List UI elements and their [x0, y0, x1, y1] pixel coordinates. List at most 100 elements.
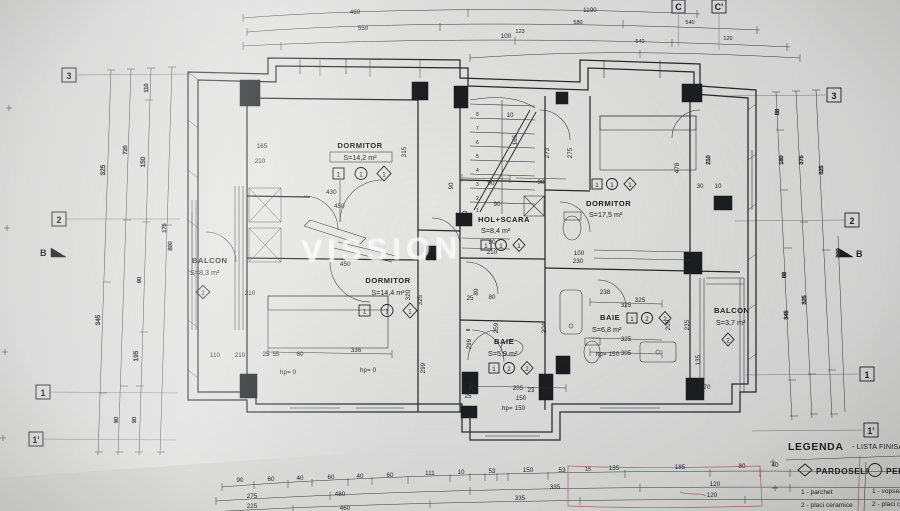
axis-marker-C-prime: C' [711, 0, 727, 50]
room-name-baie-2: BAIE [600, 313, 620, 322]
dim-right-180: 180 [779, 155, 785, 164]
legend-floor-item-2: 2 - placi ceramice [801, 502, 853, 509]
int-dim-165: 10 [506, 112, 514, 119]
dim-right-375: 375 [799, 155, 805, 164]
int-dim-210c: 210 [487, 249, 498, 256]
int-dim-55: 55 [272, 351, 280, 358]
finish-wall-dormitor-1: 1 [359, 172, 363, 179]
finish-floor-dormitor-2: 1 [363, 309, 367, 316]
dim-top-123: 123 [515, 29, 524, 35]
right-marker-3: 3 [831, 91, 836, 101]
finish-floor-baie-1: 1 [492, 366, 496, 373]
room-label-baie-1: BAIE S=5,9 m² 1 2 2 [488, 337, 534, 376]
int-dim-30b: 30 [696, 183, 704, 190]
furniture [267, 115, 697, 349]
dim-right-800: 800 [836, 248, 842, 257]
left-marker-1-prime: 1' [32, 435, 39, 445]
window-openings [187, 58, 757, 441]
int-dim-135: 135 [695, 354, 702, 365]
dim-right-88a: 88 [775, 109, 781, 115]
finish-symbols-dormitor-3: 1 1 1 [591, 176, 637, 192]
int-dim-90d: 90 [448, 182, 455, 190]
dim-top-540b: 540 [635, 39, 644, 45]
int-dim-25a: 25 [466, 295, 474, 302]
axis-marker-C-prime-label: C' [715, 2, 724, 12]
finish-symbols-baie-2: 1 2 2 [626, 310, 672, 326]
dim-top-540a: 540 [685, 20, 694, 26]
left-marker-1: 1 [40, 388, 45, 398]
dim-left-175: 175 [162, 223, 168, 232]
section-mark-B-left: B [40, 247, 67, 258]
dim-right-88b: 88 [782, 272, 788, 278]
room-label-balcon-2: BALCON S=3,7 m² 2 [714, 306, 749, 347]
dim-top-1190: 1190 [583, 7, 597, 14]
dim-bottom-53a: 53 [488, 468, 496, 475]
room-area-balcon-2: S=3,7 m² [716, 318, 746, 327]
left-marker-3: 3 [66, 71, 71, 81]
dim-bottom-460: 460 [340, 505, 351, 511]
left-dimension-chains: 325 345 720 90 110 150 90 195 90 175 800 [95, 66, 176, 456]
dim-left-345: 345 [95, 314, 102, 325]
sill-note-3: hp= 150 [502, 405, 526, 412]
finish-ceiling-baie-2: 2 [663, 316, 667, 323]
int-dim-235: 235 [684, 319, 691, 330]
left-axis-markers: 3 2 1 1' B [28, 67, 191, 447]
room-name-dormitor-2: DORMITOR [365, 276, 410, 285]
int-dim-209: 209 [665, 319, 672, 330]
dim-bottom-60c: 60 [386, 472, 394, 479]
finish-balcon-1: 2 [201, 290, 205, 297]
dim-left-110: 110 [144, 84, 150, 93]
dim-bottom-60a: 60 [267, 476, 275, 483]
int-dim-150a: 150 [516, 395, 527, 402]
finish-ceiling-hol: 1 [517, 243, 521, 250]
int-dim-205: 205 [513, 385, 524, 392]
dim-bottom-480: 480 [335, 491, 346, 498]
int-dim-90b: 90 [537, 179, 545, 186]
sill-note-4: hp= 150 [596, 351, 620, 358]
room-area-dormitor-2: S=14,4 m² [371, 288, 405, 297]
int-dim-23: 23 [527, 387, 535, 394]
dim-bottom-150: 150 [523, 467, 534, 474]
int-dim-315: 315 [401, 146, 408, 157]
bottom-dimension-chains: 90 60 40 60 40 60 111 10 53 150 53 15 13… [215, 462, 900, 511]
dim-right-210: 210 [706, 155, 712, 164]
interior-dimensions: 430 450 450 315 320 325 336 305 325 325 … [210, 112, 722, 412]
stair-step-2: 2 [476, 196, 479, 202]
legend-floor-item-1: 1 - parchet [801, 489, 833, 496]
right-marker-1: 1 [864, 370, 869, 380]
right-dimension-chains: 88 180 345 375 325 325 88 210 800 [706, 89, 846, 421]
sill-note-1: hp= 0 [280, 369, 297, 376]
room-name-balcon-1: BALCON [192, 256, 227, 265]
room-area-balcon-1: S=8,3 m² [190, 268, 220, 277]
int-dim-430: 430 [326, 189, 337, 196]
room-label-dormitor-1: DORMITOR S=14,2 m² 1 1 1 [332, 141, 392, 182]
int-dim-478: 478 [674, 162, 681, 173]
dim-bottom-40b: 40 [356, 473, 364, 480]
legend-col-pereti: PERETI [886, 466, 900, 476]
dim-top-460: 460 [350, 9, 361, 16]
int-dim-80b: 80 [473, 288, 480, 296]
dim-left-150: 150 [140, 156, 147, 167]
dim-left-90c: 90 [132, 417, 138, 423]
finish-wall-baie-1: 2 [507, 366, 511, 373]
dim-bottom-60b: 60 [327, 474, 335, 481]
int-dim-30: 30 [462, 210, 469, 218]
int-dim-275: 275 [567, 147, 574, 158]
room-area-hol-scara: S=8,4 m² [481, 226, 511, 235]
stair-step-4: 4 [476, 168, 479, 174]
dim-left-195: 195 [133, 350, 140, 361]
int-dim-325a: 325 [417, 294, 424, 305]
section-mark-B-right: B [837, 247, 863, 259]
int-dim-195: 165 [512, 134, 519, 145]
finish-symbols-baie-1: 1 2 2 [488, 360, 534, 376]
room-area-dormitor-1: S=14,2 m² [343, 153, 377, 162]
sanitary-fixtures [500, 195, 677, 364]
dim-bottom-111: 111 [425, 470, 435, 477]
dim-right-345: 345 [784, 310, 790, 319]
int-dim-450a: 450 [334, 203, 345, 210]
legend-block: LEGENDA - LISTA FINISAJE PARDOSELI PERET… [785, 441, 900, 511]
int-dim-25b: 25 [262, 351, 270, 358]
room-area-baie-2: S=6,8 m² [592, 325, 622, 334]
